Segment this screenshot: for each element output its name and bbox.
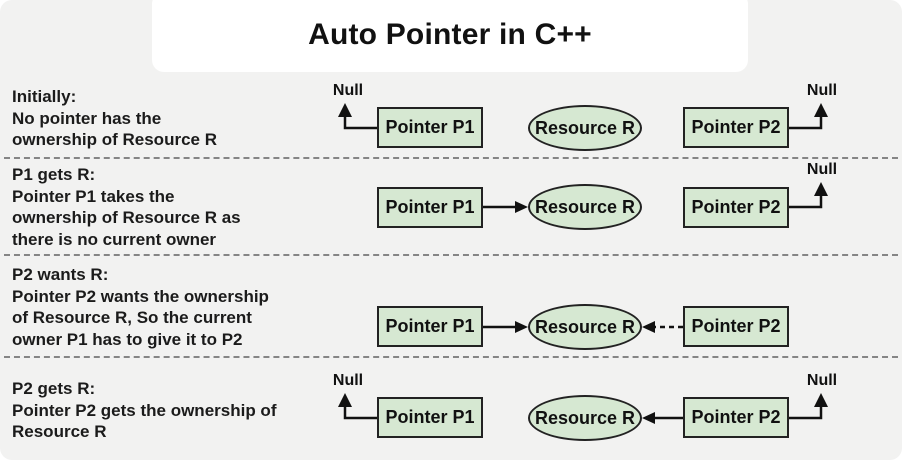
row-separator [4,356,898,358]
resource-label: Resource R [534,196,636,217]
pointer-p2-label: Pointer P2 [691,407,781,427]
ownership-arrow-icon [642,412,683,424]
null-arrow-icon [338,103,377,130]
pointer-p1-label: Pointer P1 [385,197,475,217]
resource-label: Resource R [534,316,636,337]
pointer-p1-label: Pointer P1 [385,407,475,427]
row-separator [4,254,898,256]
title-card: Auto Pointer in C++ [152,0,748,72]
pointer-p2-label: Pointer P2 [691,316,781,336]
request-dashed-arrow-icon [642,321,683,333]
caption-p1-gets-r: P1 gets R: Pointer P1 takes the ownershi… [12,165,241,249]
caption-p2-gets-r: P2 gets R: Pointer P2 gets the ownership… [12,379,277,441]
pointer-p1-box: Pointer P1 [377,107,483,148]
ownership-arrow-icon [483,201,528,213]
pointer-p2-box: Pointer P2 [683,107,789,148]
resource-ellipse: Resource R [528,105,642,151]
page-title: Auto Pointer in C++ [308,18,592,51]
pointer-p2-label: Pointer P2 [691,117,781,137]
pointer-p2-box: Pointer P2 [683,397,789,438]
resource-ellipse: Resource R [528,184,642,230]
pointer-p1-label: Pointer P1 [385,316,475,336]
resource-label: Resource R [534,407,636,428]
pointer-p1-box: Pointer P1 [377,187,483,228]
caption-initially: Initially: No pointer has the ownership … [12,87,217,149]
null-label: Null [332,82,364,99]
null-label: Null [806,161,838,178]
resource-ellipse: Resource R [528,304,642,350]
pointer-p2-box: Pointer P2 [683,306,789,347]
null-label: Null [332,372,364,389]
null-arrow-icon [789,103,828,130]
null-arrow-icon [789,393,828,420]
caption-p2-wants-r: P2 wants R: Pointer P2 wants the ownersh… [12,265,269,349]
null-arrow-icon [338,393,377,420]
pointer-p1-label: Pointer P1 [385,117,475,137]
resource-label: Resource R [534,117,636,138]
pointer-p1-box: Pointer P1 [377,397,483,438]
row-separator [4,157,898,159]
resource-ellipse: Resource R [528,395,642,441]
pointer-p2-box: Pointer P2 [683,187,789,228]
pointer-p1-box: Pointer P1 [377,306,483,347]
ownership-arrow-icon [483,321,528,333]
null-label: Null [806,82,838,99]
null-arrow-icon [789,182,828,209]
pointer-p2-label: Pointer P2 [691,197,781,217]
null-label: Null [806,372,838,389]
